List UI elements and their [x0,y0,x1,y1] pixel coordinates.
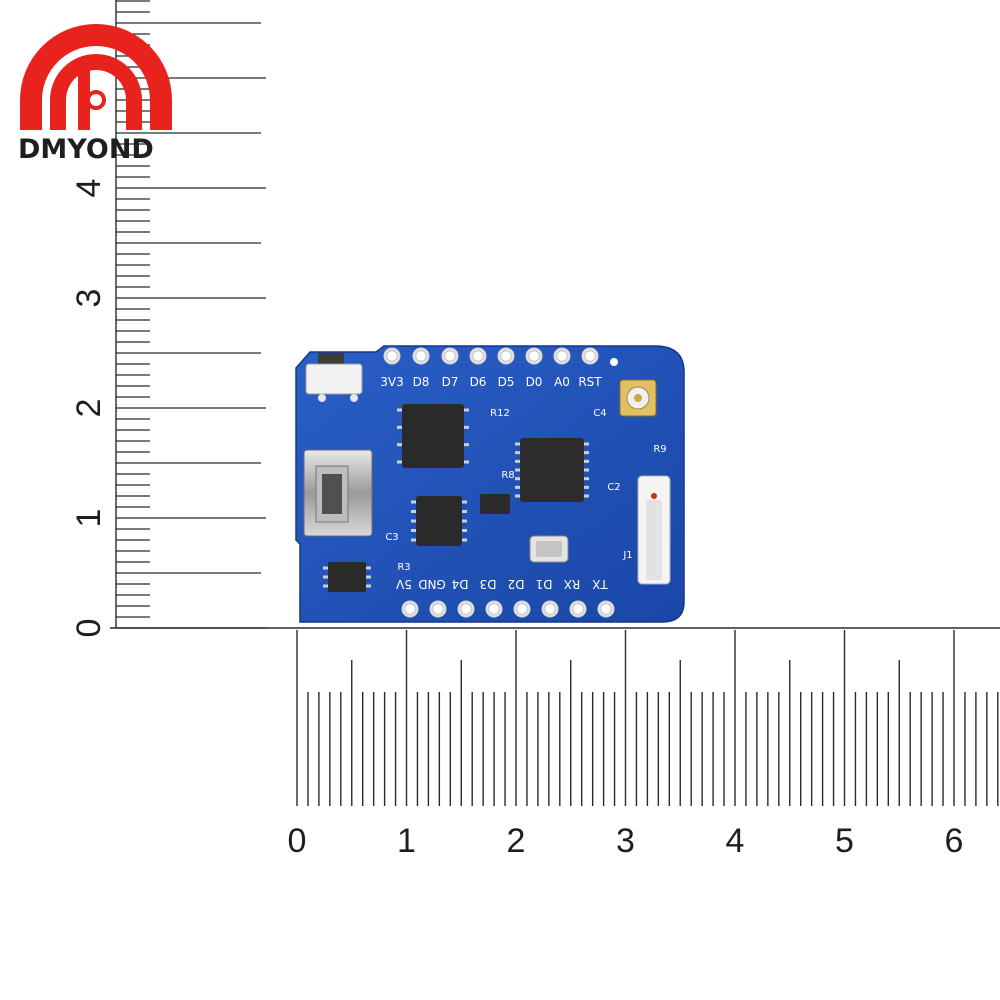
header-pin [541,600,559,618]
header-pin [497,347,515,365]
header-pin [457,600,475,618]
component-label: J1 [622,550,632,561]
top-pin-label: 3V3 [380,375,403,389]
header-pin [383,347,401,365]
horizontal-ruler-label: 3 [616,822,635,860]
pcb-outline [295,345,685,623]
esp8266-chip [520,438,584,502]
horizontal-ruler-label: 6 [945,822,964,860]
antenna-connector [619,379,657,417]
crystal-oscillator [529,535,569,563]
logo-bar [78,70,90,130]
top-pin-label: A0 [554,375,570,389]
component-label: R8 [501,470,514,481]
top-pin-label: D7 [442,375,459,389]
bottom-pin-label: D4 [452,577,469,591]
header-pin [553,347,571,365]
component-label: C4 [593,408,606,419]
top-pin-label: D0 [526,375,543,389]
bottom-pin-label: D1 [536,577,553,591]
vertical-ruler-label: 3 [70,289,108,308]
regulator-chip [328,562,366,592]
vertical-ruler-label: 0 [70,619,108,638]
component-label: C3 [385,532,398,543]
horizontal-ruler-label: 5 [835,822,854,860]
header-pin [412,347,430,365]
brand-logo [20,24,172,130]
horizontal-ruler: 0 1 2 3 4 5 6 [110,627,1000,860]
top-pin-label: D8 [413,375,430,389]
logo-inner-arc [50,54,142,130]
header-pin [429,600,447,618]
micro-usb-port [303,449,373,537]
logo-dot [86,90,106,110]
bottom-pin-label: RX [564,577,581,591]
bottom-pin-label: D3 [480,577,497,591]
header-pin [469,347,487,365]
top-pin-label: RST [578,375,602,389]
bottom-pin-label: 5V [395,577,412,591]
component-label: R12 [490,408,510,419]
component-label: C2 [607,482,620,493]
horizontal-ruler-label: 2 [507,822,526,860]
component-label: R3 [397,562,410,573]
top-pin-label: D6 [470,375,487,389]
header-pin [441,347,459,365]
bottom-pin-label: GND [418,577,446,591]
pcb-board: 3V3 D8 D7 D6 D5 D0 A0 RST 5V GND D4 D3 D2 D1 RX TX R12R8… [295,345,685,623]
header-pin [525,347,543,365]
header-pin [569,600,587,618]
small-ic [480,494,510,514]
header-pin [485,600,503,618]
usb-serial-chip [416,496,462,546]
vertical-ruler-label: 4 [70,179,108,198]
header-pin [513,600,531,618]
logo-mark [20,24,172,130]
bottom-pin-label: TX [592,577,609,591]
horizontal-ruler-label: 4 [726,822,745,860]
brand-name: DMYOND [18,134,154,165]
horizontal-ruler-label: 1 [397,822,416,860]
top-pin-label: D5 [498,375,515,389]
header-pin [597,600,615,618]
reset-button [305,353,363,402]
vertical-ruler-label: 1 [70,509,108,528]
ceramic-antenna [637,475,671,585]
header-pin [401,600,419,618]
header-pin [581,347,599,365]
vertical-ruler: 0 1 2 3 4 [70,0,266,637]
component-label: R9 [653,444,666,455]
horizontal-ruler-label: 0 [288,822,307,860]
flash-chip [402,404,464,468]
bottom-pin-label: D2 [508,577,525,591]
led-indicator [610,358,618,366]
vertical-ruler-label: 2 [70,399,108,418]
